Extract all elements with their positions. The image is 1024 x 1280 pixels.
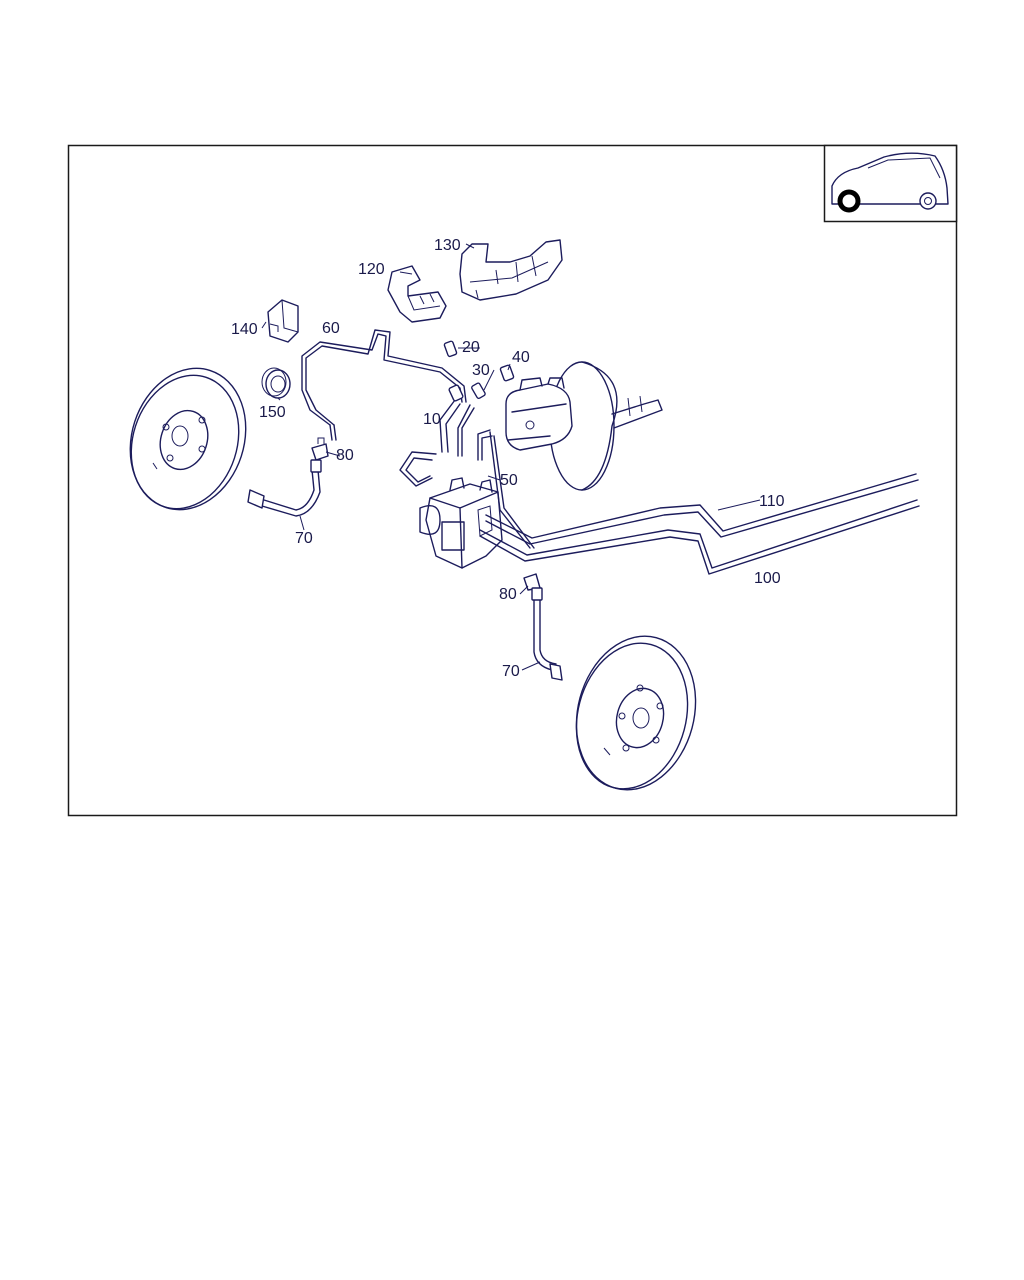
fitting-40 (499, 364, 515, 382)
vehicle-locator-inset (823, 144, 958, 223)
brake-lines-master-to-abs (399, 399, 535, 549)
grommet-150 (261, 367, 291, 399)
brake-line-front (301, 329, 467, 441)
car-side-icon (831, 152, 949, 213)
callout-50: 50 (500, 472, 518, 489)
bracket-120 (387, 265, 447, 323)
abs-hydraulic-unit (419, 477, 503, 569)
brake-hose-front (247, 459, 322, 517)
callout-140: 140 (231, 321, 258, 338)
rear-brake-disc (575, 635, 697, 791)
fitting-20 (443, 340, 458, 358)
callout-120: 120 (358, 261, 385, 278)
callout-40: 40 (512, 349, 530, 366)
callout-60: 60 (322, 320, 340, 337)
brake-lines-rear (479, 473, 920, 575)
front-brake-disc (129, 367, 247, 511)
callout-70-front: 70 (295, 530, 313, 547)
clip-80-front (311, 437, 329, 461)
callout-10: 10 (423, 411, 441, 428)
brake-hose-rear (531, 587, 563, 681)
callout-80-rear: 80 (499, 586, 517, 603)
master-cylinder (505, 377, 573, 451)
callout-80-front: 80 (336, 447, 354, 464)
fitting-10 (448, 384, 464, 402)
callout-100: 100 (754, 570, 781, 587)
bracket-130 (459, 239, 563, 301)
callout-20: 20 (462, 339, 480, 356)
leader-lines (261, 243, 761, 671)
callout-70-rear: 70 (502, 663, 520, 680)
callout-130: 130 (434, 237, 461, 254)
diagram-frame (67, 144, 958, 817)
callout-110: 110 (759, 493, 785, 510)
fitting-30 (471, 382, 486, 400)
callout-150: 150 (259, 404, 286, 421)
damper-block-140 (267, 299, 299, 343)
callout-30: 30 (472, 362, 490, 379)
